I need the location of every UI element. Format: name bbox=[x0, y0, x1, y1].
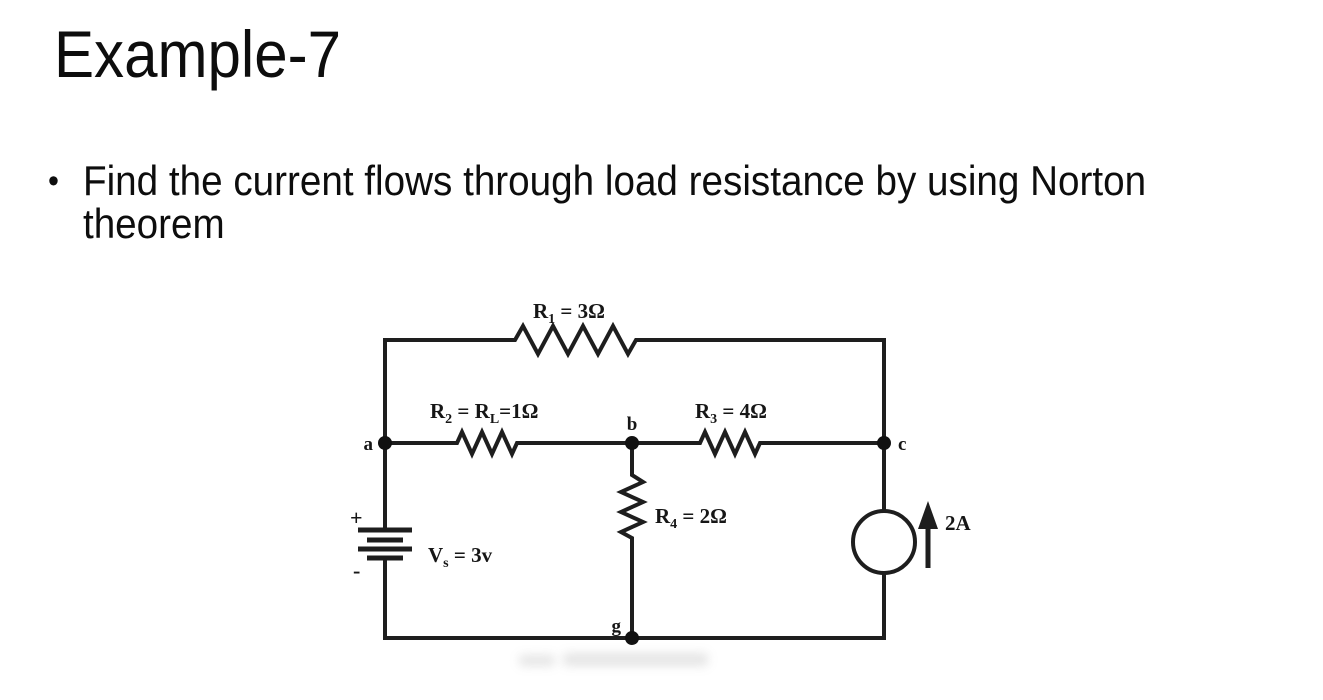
voltage-source-label: Vs = 3v bbox=[428, 543, 493, 571]
node-g-dot bbox=[625, 631, 639, 645]
circuit-diagram: + - a b c g R1 = 3Ω R2 = RL=1Ω R3 = 4Ω R… bbox=[350, 299, 972, 645]
battery-wire-gap bbox=[377, 532, 393, 557]
current-source-label: 2A bbox=[945, 511, 972, 535]
node-b-dot bbox=[625, 436, 639, 450]
current-arrow-head bbox=[918, 501, 938, 529]
resistor-r1-label: R1 = 3Ω bbox=[533, 299, 605, 327]
battery-minus-sign: - bbox=[353, 558, 360, 583]
outer-loop-wire bbox=[383, 321, 886, 640]
bullet-text: Find the current flows through load resi… bbox=[82, 157, 1147, 247]
node-b-label: b bbox=[627, 414, 638, 435]
node-c-dot bbox=[877, 436, 891, 450]
battery-plus-sign: + bbox=[350, 505, 363, 530]
resistor-r2-label: R2 = RL=1Ω bbox=[430, 399, 538, 427]
current-source-circle bbox=[851, 509, 917, 575]
bullet-item: • Find the current flows through load re… bbox=[48, 157, 1215, 247]
bullet-marker: • bbox=[48, 162, 59, 200]
resistor-r3-label: R3 = 4Ω bbox=[695, 399, 767, 427]
watermark-smudge-small bbox=[519, 655, 555, 666]
resistor-r4-branch-wire bbox=[616, 441, 648, 640]
page-title: Example-7 bbox=[54, 17, 342, 91]
watermark-smudge bbox=[563, 653, 708, 666]
node-a-dot bbox=[378, 436, 392, 450]
node-c-label: c bbox=[898, 434, 906, 455]
node-a-label: a bbox=[364, 434, 374, 455]
middle-rail-wire bbox=[383, 427, 886, 459]
resistor-r4-label: R4 = 2Ω bbox=[655, 504, 727, 532]
node-g-label: g bbox=[612, 616, 622, 637]
